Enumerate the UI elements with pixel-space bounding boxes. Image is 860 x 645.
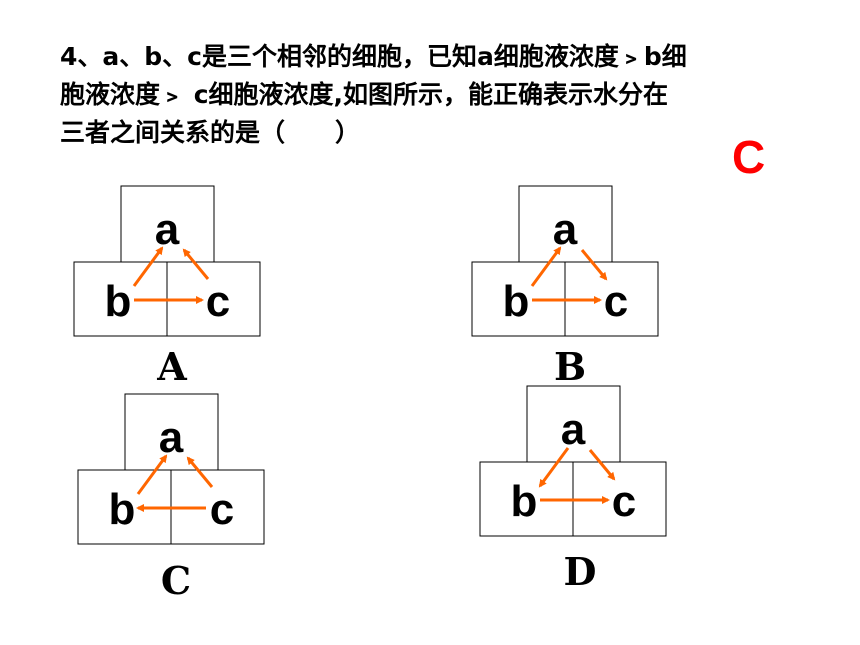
osmosis-arrow [132, 246, 164, 287]
osmosis-arrow [588, 449, 616, 481]
cell-a-box [120, 185, 215, 263]
option-label: C [161, 558, 191, 603]
osmosis-arrow [136, 454, 168, 495]
answer-mark: C [732, 131, 766, 183]
option-label: A [156, 344, 187, 389]
cell-label-c: c [612, 477, 636, 526]
diagram-svg: ab cC [77, 393, 265, 603]
cell-label-c: c [210, 485, 234, 534]
osmosis-arrow [182, 248, 210, 280]
diagram-svg: ab cB [471, 185, 659, 389]
cell-label-b: b [511, 477, 538, 526]
cell-label-b: b [503, 277, 530, 326]
question-line-3: 三者之间关系的是（ ） [60, 118, 361, 147]
question-line-1: 4、a、b、c是三个相邻的细胞，已知a细胞液浓度﹥b细 [60, 42, 687, 71]
cell-label-c: c [206, 277, 230, 326]
cell-label-b: b [105, 277, 132, 326]
diagram-svg: ab cD [479, 385, 667, 594]
question-text: 4、a、b、c是三个相邻的细胞，已知a细胞液浓度﹥b细 胞液浓度﹥ c细胞液浓度… [60, 38, 780, 152]
cell-label-a: a [553, 205, 578, 254]
osmosis-arrow [538, 447, 570, 488]
osmosis-arrow [186, 456, 214, 488]
cell-label-a: a [155, 205, 180, 254]
cell-label-c: c [604, 277, 628, 326]
option-label: D [564, 549, 597, 594]
cell-label-a: a [561, 405, 586, 454]
osmosis-arrow [530, 246, 562, 287]
option-label: B [554, 344, 586, 389]
question-line-2: 胞液浓度﹥ c细胞液浓度,如图所示，能正确表示水分在 [60, 80, 669, 109]
cell-label-a: a [159, 413, 184, 462]
diagram-svg: ab cA [73, 185, 261, 389]
osmosis-arrow [580, 249, 608, 281]
cell-a-box [526, 385, 621, 463]
cell-a-box [518, 185, 613, 263]
cell-label-b: b [109, 485, 136, 534]
cell-a-box [124, 393, 219, 471]
